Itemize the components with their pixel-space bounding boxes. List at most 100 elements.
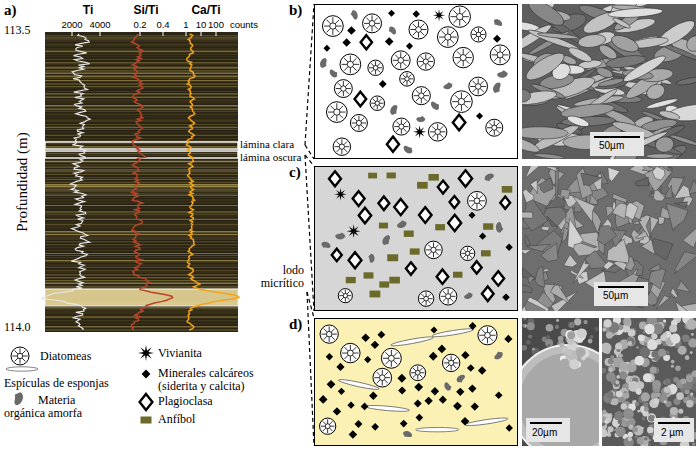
lamina bbox=[45, 214, 238, 215]
diatom-rib bbox=[344, 355, 348, 359]
diatom-rib bbox=[421, 24, 425, 28]
carbonate-symbol bbox=[327, 380, 336, 389]
carbonate-symbol bbox=[414, 399, 422, 407]
diatom-rib bbox=[324, 26, 330, 27]
legend-label: Anfíbol bbox=[158, 413, 195, 426]
sem-grain bbox=[649, 269, 666, 289]
diatom-rib bbox=[385, 360, 389, 364]
sem-flake bbox=[608, 7, 663, 19]
diatom-rib bbox=[454, 362, 459, 363]
carbonate-symbol bbox=[467, 364, 475, 372]
sem-grain bbox=[545, 196, 565, 208]
sem-grain bbox=[527, 244, 551, 251]
sem-grain bbox=[590, 194, 598, 205]
amphibole-symbol bbox=[379, 281, 389, 287]
diatom-rib bbox=[401, 78, 405, 79]
sem-granule bbox=[690, 392, 693, 395]
diatom-rib bbox=[343, 81, 344, 86]
plagioclase-symbol bbox=[492, 271, 504, 286]
diatom-rib bbox=[470, 253, 474, 254]
amphibole-symbol bbox=[368, 173, 377, 179]
diatom-rib bbox=[344, 149, 347, 152]
diatom-center bbox=[356, 120, 361, 125]
diatom-rib bbox=[417, 366, 418, 370]
sem-grain bbox=[641, 239, 655, 255]
diatom-rib bbox=[347, 297, 350, 300]
diatom-rib bbox=[328, 112, 334, 113]
diatom-rib bbox=[489, 337, 493, 341]
diatom-rib bbox=[342, 353, 347, 354]
diatom-rib bbox=[406, 73, 407, 77]
diatom-symbol bbox=[468, 191, 487, 210]
diatom-rib bbox=[352, 355, 356, 359]
lamina bbox=[45, 321, 238, 322]
diatom-symbol bbox=[490, 45, 510, 65]
sem-flake bbox=[567, 45, 594, 65]
diatom-symbol bbox=[409, 20, 428, 39]
diatom-rib bbox=[443, 298, 446, 301]
diatom-rib bbox=[385, 377, 390, 378]
carbonate-symbol bbox=[326, 353, 333, 360]
sem-granule bbox=[660, 334, 667, 341]
diatom-symbol bbox=[326, 102, 347, 123]
sem-grain bbox=[674, 185, 690, 198]
diatom-rib bbox=[331, 336, 335, 340]
diatom-rib bbox=[321, 426, 325, 427]
diatom-rib bbox=[440, 131, 445, 132]
scale-label: 20µm bbox=[531, 427, 558, 438]
sem-granule bbox=[632, 426, 638, 432]
carbonate-symbol bbox=[429, 352, 438, 361]
lamina bbox=[45, 35, 238, 36]
organic-matter-symbol bbox=[483, 172, 495, 183]
diatom-rib bbox=[364, 23, 369, 24]
diatom-rib bbox=[340, 112, 346, 113]
carbonate-symbol bbox=[505, 244, 512, 251]
lamina bbox=[45, 270, 238, 271]
diatom-rib bbox=[344, 58, 348, 62]
carbonate-symbol bbox=[469, 212, 476, 219]
scale-bar-line bbox=[530, 422, 562, 424]
sem-granule bbox=[619, 362, 628, 371]
carbonate-symbol bbox=[502, 293, 510, 301]
carbonate-symbol bbox=[478, 366, 486, 374]
diatom-rib bbox=[400, 52, 401, 57]
si-ti-curve bbox=[131, 34, 172, 330]
diatom-rib bbox=[443, 291, 446, 294]
sem-granule bbox=[608, 358, 614, 364]
diatom-rib bbox=[331, 106, 335, 110]
lamina bbox=[45, 177, 238, 178]
diatom-rib bbox=[432, 126, 436, 130]
lamina bbox=[45, 45, 238, 46]
diatom-rib bbox=[393, 360, 397, 364]
diatom-valve bbox=[11, 347, 29, 365]
carbonate-symbol bbox=[476, 113, 483, 120]
axis-tick bbox=[140, 32, 141, 36]
diatom-rib bbox=[453, 19, 457, 23]
diatom-symbol bbox=[373, 368, 392, 387]
sem-granule bbox=[642, 427, 644, 429]
scale-bar bbox=[654, 418, 694, 442]
sem-granule bbox=[605, 417, 610, 422]
diatom-valve bbox=[350, 114, 367, 131]
diatom-rib bbox=[372, 26, 373, 31]
diatom-rib bbox=[377, 372, 381, 376]
carbonate-symbol bbox=[431, 387, 439, 395]
diatom-rib bbox=[459, 8, 460, 14]
sem-granule bbox=[636, 388, 642, 394]
diatom-rib bbox=[428, 245, 431, 248]
lamina bbox=[45, 33, 238, 34]
diatom-rib bbox=[457, 51, 461, 55]
diatom-symbol bbox=[350, 114, 367, 131]
sem-granule bbox=[678, 346, 687, 355]
carbonate-symbol bbox=[504, 335, 512, 343]
diatom-symbol bbox=[471, 27, 486, 42]
diatom-rib bbox=[478, 89, 479, 94]
diatom-rib bbox=[401, 119, 402, 124]
diatom-symbol bbox=[439, 288, 456, 305]
layer-label: lodo micrítico bbox=[246, 264, 304, 290]
diatom-rib bbox=[335, 20, 339, 24]
lamina bbox=[45, 132, 238, 133]
diatom-rib bbox=[345, 290, 346, 294]
diatom-rib bbox=[331, 114, 335, 118]
sem-grain bbox=[581, 173, 602, 186]
